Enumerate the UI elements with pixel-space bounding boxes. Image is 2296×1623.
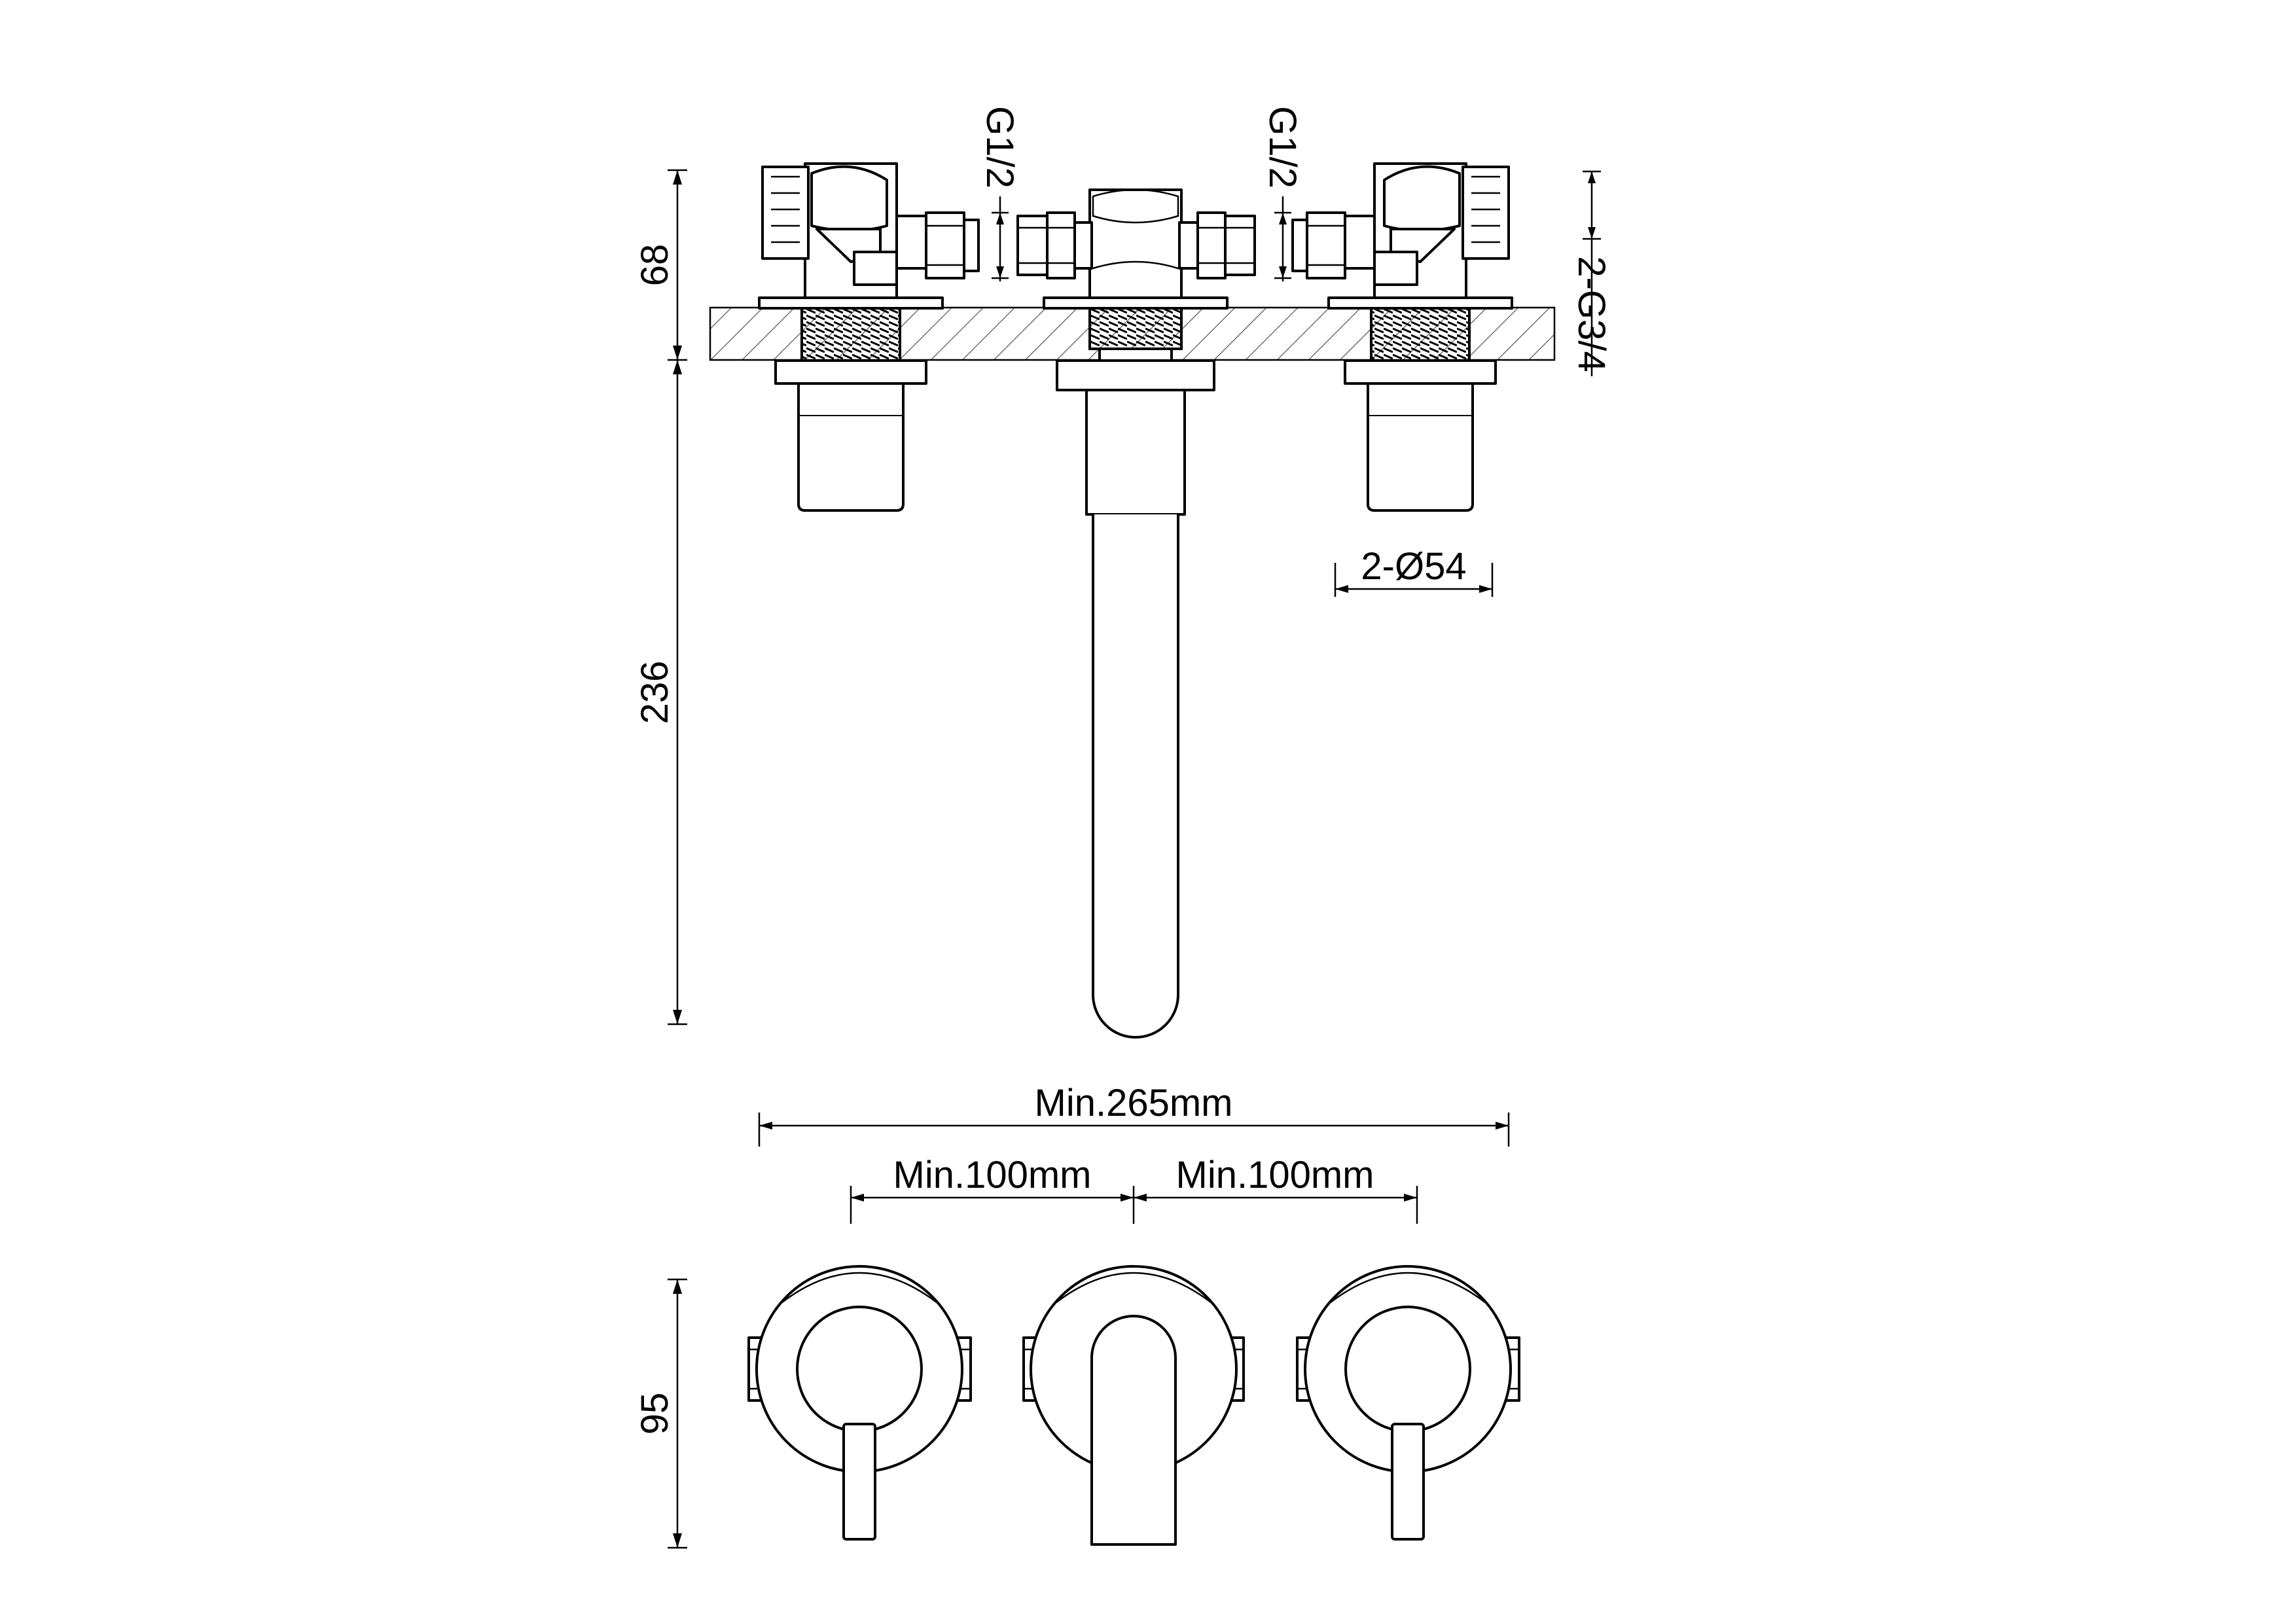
spout-side — [1016, 188, 1256, 1039]
min100-left-label: Min.100mm — [893, 1154, 1092, 1196]
right-valve-side — [1291, 162, 1513, 512]
left-handle-front — [747, 1265, 972, 1541]
front-view: Min.265mm Min.100mm Min.100mm 95 — [634, 1082, 1520, 1549]
min265-label: Min.265mm — [1035, 1082, 1233, 1124]
g12-right-label: G1/2 — [1261, 106, 1304, 188]
left-valve-side — [758, 162, 980, 512]
dimension-95: 95 — [634, 1278, 687, 1549]
dimension-height-side: 68 236 — [634, 169, 687, 1026]
dimension-g12-right: G1/2 — [1261, 106, 1304, 281]
dimension-min100: Min.100mm Min.100mm — [850, 1154, 1418, 1224]
dim-68-label: 68 — [634, 244, 676, 287]
right-handle-front — [1296, 1265, 1520, 1541]
g12-left-label: G1/2 — [978, 106, 1021, 188]
dimension-g34: 2-G3/4 — [1570, 170, 1613, 376]
g34-label: 2-G3/4 — [1570, 256, 1613, 372]
dim-236-label: 236 — [634, 661, 676, 724]
dimension-dia54: 2-Ø54 — [1334, 545, 1494, 597]
min100-right-label: Min.100mm — [1176, 1154, 1374, 1196]
dim-95-label: 95 — [634, 1393, 676, 1435]
spout-front — [1022, 1265, 1245, 1546]
side-view: 68 236 G1/2 G1/2 2-G3/4 — [634, 106, 1613, 1039]
dimension-g12-left: G1/2 — [978, 106, 1021, 281]
dia54-label: 2-Ø54 — [1361, 545, 1466, 588]
dimension-min265: Min.265mm — [758, 1082, 1510, 1147]
